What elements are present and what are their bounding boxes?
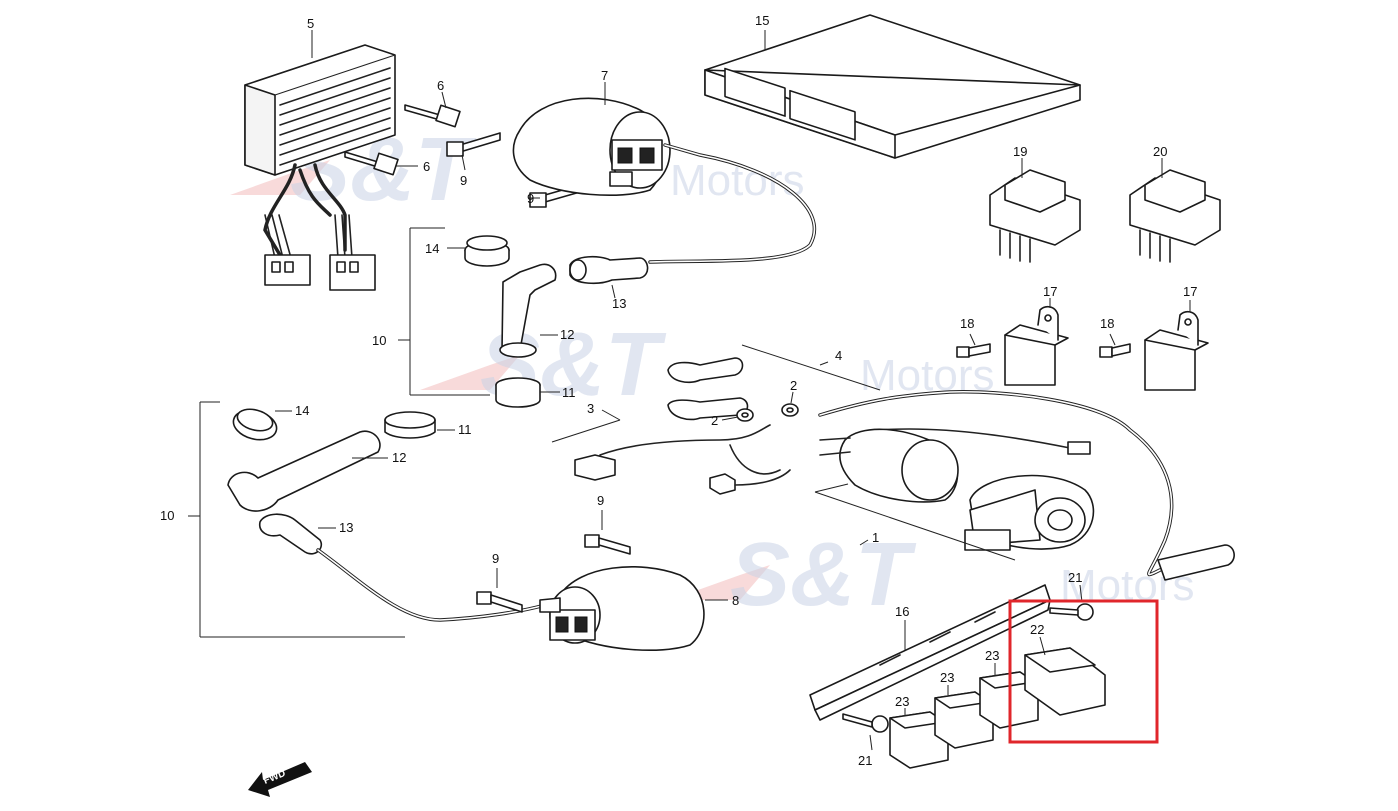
relay-17-b[interactable] xyxy=(1144,300,1209,391)
callout-21-lower: 21 xyxy=(858,753,872,768)
callout-5: 5 xyxy=(307,16,314,31)
callout-12-lower: 12 xyxy=(392,450,406,465)
regulator-rectifier[interactable] xyxy=(244,30,396,291)
boot-11-lower[interactable] xyxy=(384,411,455,439)
callout-4: 4 xyxy=(835,348,842,363)
relay-17-a[interactable] xyxy=(1004,298,1069,386)
callout-14-upper: 14 xyxy=(425,241,439,256)
screw-18-a[interactable] xyxy=(956,333,991,358)
callout-23-b: 23 xyxy=(940,670,954,685)
callout-9-c: 9 xyxy=(492,551,499,566)
callout-1: 1 xyxy=(872,530,879,545)
screw-18-b[interactable] xyxy=(1099,333,1131,358)
callout-7: 7 xyxy=(601,68,608,83)
screw-21-upper[interactable] xyxy=(1049,584,1094,621)
washer-2-b[interactable] xyxy=(781,391,799,417)
watermark-logo-3: S&T xyxy=(730,525,917,625)
cap-14-upper[interactable] xyxy=(447,235,510,267)
fwd-arrow-icon: FWD xyxy=(248,762,312,797)
callout-labels: 5 6 6 9 9 7 15 19 20 14 13 12 11 10 17 1… xyxy=(160,13,1197,768)
wire-harness-3[interactable] xyxy=(574,357,791,495)
callout-17-b: 17 xyxy=(1183,284,1197,299)
screw-21-lower[interactable] xyxy=(842,713,889,751)
callout-11-lower: 11 xyxy=(458,422,472,437)
fuse-22[interactable] xyxy=(1024,636,1106,716)
plug-cap-12-upper[interactable] xyxy=(499,263,558,358)
callout-2-a: 2 xyxy=(711,413,718,428)
callout-8: 8 xyxy=(732,593,739,608)
callout-19: 19 xyxy=(1013,144,1027,159)
bolt-9-d[interactable] xyxy=(584,510,631,555)
callout-22: 22 xyxy=(1030,622,1044,637)
callout-20: 20 xyxy=(1153,144,1167,159)
cap-14-lower[interactable] xyxy=(230,406,292,445)
watermark: S&T Motors S&T Motors S&T Motors xyxy=(230,120,1194,625)
callout-14-lower: 14 xyxy=(295,403,309,418)
callout-6-upper: 6 xyxy=(437,78,444,93)
callout-18-b: 18 xyxy=(1100,316,1114,331)
plug-cap-12-lower[interactable] xyxy=(227,430,388,512)
callout-3: 3 xyxy=(587,401,594,416)
callout-13-upper: 13 xyxy=(612,296,626,311)
callout-6-lower: 6 xyxy=(423,159,430,174)
callout-23-c: 23 xyxy=(985,648,999,663)
callout-23-a: 23 xyxy=(895,694,909,709)
callout-9-a: 9 xyxy=(460,173,467,188)
callout-15: 15 xyxy=(755,13,769,28)
fuse-23-a[interactable] xyxy=(889,708,949,769)
fuse-23-b[interactable] xyxy=(934,685,994,749)
callout-9-b: 9 xyxy=(527,191,534,206)
highlight-box xyxy=(1008,599,1159,744)
callout-9-d: 9 xyxy=(597,493,604,508)
battery-cable[interactable] xyxy=(818,390,1235,581)
callout-2-b: 2 xyxy=(790,378,797,393)
bolt-9-a[interactable] xyxy=(446,132,501,171)
callout-17-a: 17 xyxy=(1043,284,1057,299)
bolt-9-c[interactable] xyxy=(476,568,523,613)
callout-13-lower: 13 xyxy=(339,520,353,535)
callout-18-a: 18 xyxy=(960,316,974,331)
ignition-coil-upper[interactable] xyxy=(512,82,817,264)
suppressor-13-upper[interactable] xyxy=(569,255,649,299)
callout-11-upper: 11 xyxy=(562,385,576,400)
suppressor-13-lower[interactable] xyxy=(258,513,336,555)
boot-11-upper[interactable] xyxy=(495,377,560,408)
bolt-6-lower[interactable] xyxy=(344,151,418,176)
starter-relay[interactable] xyxy=(819,428,1095,551)
washer-2-a[interactable] xyxy=(721,408,754,422)
bolt-6-upper[interactable] xyxy=(404,91,461,128)
relay-20[interactable] xyxy=(1129,158,1221,263)
relay-bracket-16[interactable] xyxy=(809,584,1051,721)
ecu[interactable] xyxy=(704,14,1081,159)
callout-21-upper: 21 xyxy=(1068,570,1082,585)
ignition-coil-lower[interactable] xyxy=(539,566,728,651)
callout-10-lower: 10 xyxy=(160,508,174,523)
callout-10-upper: 10 xyxy=(372,333,386,348)
callout-16: 16 xyxy=(895,604,909,619)
callout-12-upper: 12 xyxy=(560,327,574,342)
relay-19[interactable] xyxy=(989,158,1081,263)
